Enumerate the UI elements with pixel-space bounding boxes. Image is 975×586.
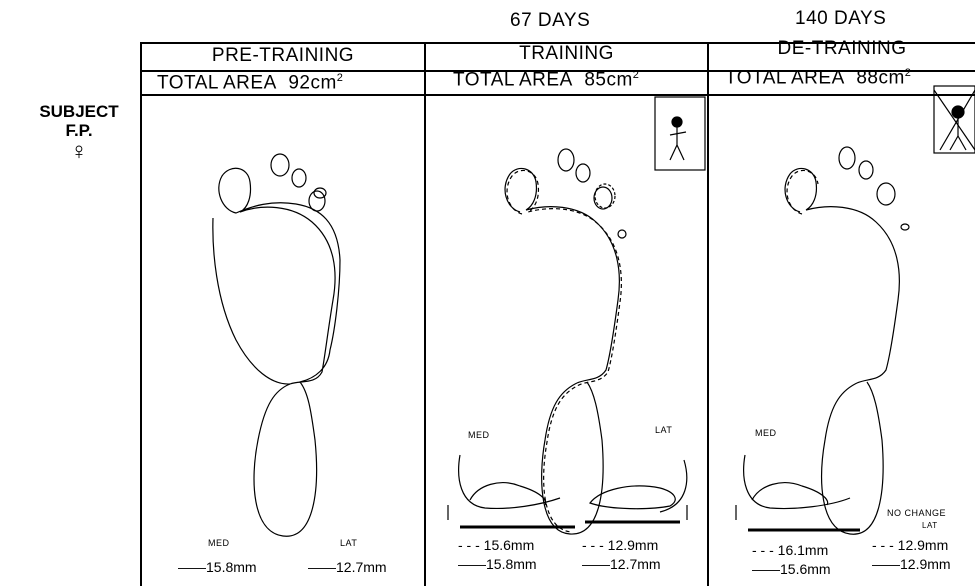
footprint-detraining	[785, 147, 909, 534]
training-med-dashed-measurement: - - - 15.6mm	[458, 537, 534, 553]
training-med-label: MED	[468, 430, 490, 440]
detraining-lat-label: LAT	[922, 521, 938, 530]
pre-med-label: MED	[208, 538, 230, 548]
cross-section-detraining	[736, 455, 860, 530]
footprint-training	[505, 149, 626, 534]
pre-lat-value: 12.7mm	[336, 559, 387, 575]
detraining-lat-dashed-measurement: - - - 12.9mm	[872, 537, 948, 553]
detraining-no-change-label: NO CHANGE	[887, 508, 946, 518]
training-lat-solid-value: 12.7mm	[610, 556, 661, 572]
detraining-med-dashed-measurement: - - - 16.1mm	[752, 542, 828, 558]
training-lat-label: LAT	[655, 425, 672, 435]
detraining-med-solid-value: 15.6mm	[780, 561, 831, 577]
training-lat-dashed-value: 12.9mm	[608, 537, 659, 553]
pre-lat-measurement: ——12.7mm	[308, 559, 387, 575]
detraining-med-label: MED	[755, 428, 777, 438]
pre-med-measurement: ——15.8mm	[178, 559, 257, 575]
detraining-med-dashed-value: 16.1mm	[778, 542, 829, 558]
athlete-detraining-icon	[934, 86, 975, 153]
cross-section-training	[448, 455, 687, 527]
detraining-med-solid-measurement: ——15.6mm	[752, 561, 831, 577]
detraining-lat-dashed-value: 12.9mm	[898, 537, 949, 553]
athlete-training-icon	[655, 97, 705, 170]
pre-med-value: 15.8mm	[206, 559, 257, 575]
training-med-solid-measurement: ——15.8mm	[458, 556, 537, 572]
pre-lat-label: LAT	[340, 538, 357, 548]
training-med-solid-value: 15.8mm	[486, 556, 537, 572]
training-lat-dashed-measurement: - - - 12.9mm	[582, 537, 658, 553]
footprint-pre-training	[213, 154, 340, 536]
detraining-lat-solid-measurement: ——12.9mm	[872, 556, 951, 572]
detraining-lat-solid-value: 12.9mm	[900, 556, 951, 572]
training-med-dashed-value: 15.6mm	[484, 537, 535, 553]
training-lat-solid-measurement: ——12.7mm	[582, 556, 661, 572]
